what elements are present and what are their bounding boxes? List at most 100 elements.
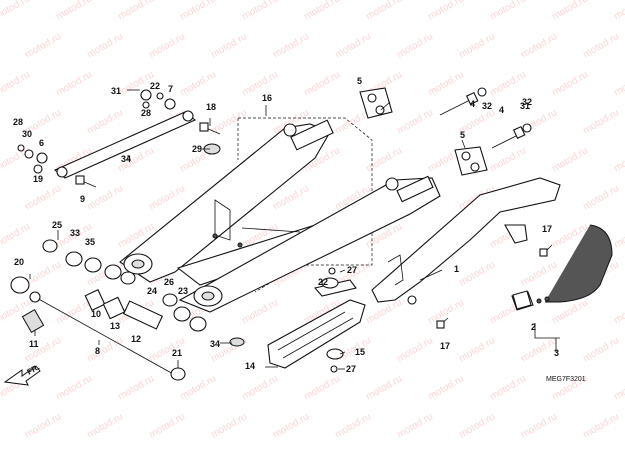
torque-link-part-6 xyxy=(53,110,197,179)
watermark-text: motod.ru xyxy=(178,373,218,402)
callout-4: 4 xyxy=(499,105,504,115)
watermark-text: motod.ru xyxy=(519,31,559,60)
watermark-text: motod.ru xyxy=(178,69,218,98)
watermark-text: motod.ru xyxy=(426,0,466,23)
callout-22: 22 xyxy=(318,277,328,287)
adjusting-bolt-upper-part-4 xyxy=(439,87,487,116)
watermark-text: motod.ru xyxy=(581,411,621,440)
callout-31: 31 xyxy=(520,101,530,111)
watermark-text: motod.ru xyxy=(85,31,125,60)
watermark-text: motod.ru xyxy=(85,107,125,136)
watermark-text: motod.ru xyxy=(612,145,625,174)
callout-17: 17 xyxy=(542,224,552,234)
watermark-text: motod.ru xyxy=(85,335,125,364)
watermark-text: motod.ru xyxy=(519,107,559,136)
watermark-layer: motod.ru motod.ru motod.ru motod.ru motod.ru… xyxy=(0,0,625,441)
callout-6: 6 xyxy=(39,138,44,148)
callout-27: 27 xyxy=(347,265,357,275)
callout-28: 28 xyxy=(141,108,151,118)
callout-34: 34 xyxy=(121,154,131,164)
watermark-text: motod.ru xyxy=(395,31,435,60)
watermark-text: motod.ru xyxy=(147,411,187,440)
callout-18: 18 xyxy=(206,102,216,112)
front-direction-arrow: FR. xyxy=(3,362,41,386)
callout-29: 29 xyxy=(192,144,202,154)
watermark-text: motod.ru xyxy=(240,297,280,326)
watermark-text: motod.ru xyxy=(116,373,156,402)
callout-4: 4 xyxy=(470,99,475,109)
watermark-text: motod.ru xyxy=(23,31,63,60)
watermark-text: motod.ru xyxy=(54,373,94,402)
watermark-text: motod.ru xyxy=(519,259,559,288)
watermark-text: motod.ru xyxy=(85,183,125,212)
callout-14: 14 xyxy=(245,361,255,371)
watermark-text: motod.ru xyxy=(581,183,621,212)
callout-28: 28 xyxy=(13,117,23,127)
watermark-text: motod.ru xyxy=(612,373,625,402)
callout-35: 35 xyxy=(85,237,95,247)
watermark-text: motod.ru xyxy=(23,411,63,440)
watermark-text: motod.ru xyxy=(550,145,590,174)
watermark-text: motod.ru xyxy=(395,335,435,364)
watermark-text: motod.ru xyxy=(488,0,528,23)
watermark-text: motod.ru xyxy=(395,411,435,440)
watermark-text: motod.ru xyxy=(209,31,249,60)
watermark-text: motod.ru xyxy=(147,31,187,60)
watermark-text: motod.ru xyxy=(302,0,342,23)
adjusting-bolt-lower-part-4 xyxy=(491,123,532,149)
hardware-group xyxy=(10,89,553,381)
callout-11: 11 xyxy=(29,339,39,349)
watermark-text: motod.ru xyxy=(178,0,218,23)
callout-33: 33 xyxy=(70,228,80,238)
callout-12: 12 xyxy=(131,334,141,344)
callout-34: 34 xyxy=(210,339,220,349)
callout-30: 30 xyxy=(22,129,32,139)
watermark-text: motod.ru xyxy=(426,69,466,98)
watermark-text: motod.ru xyxy=(240,69,280,98)
callout-32: 32 xyxy=(482,101,492,111)
chain-slider-part-14 xyxy=(267,279,366,369)
watermark-text: motod.ru xyxy=(488,145,528,174)
callout-15: 15 xyxy=(355,347,365,357)
watermark-text: motod.ru xyxy=(457,31,497,60)
callout-7: 7 xyxy=(168,84,173,94)
watermark-text: motod.ru xyxy=(240,373,280,402)
callout-5: 5 xyxy=(357,76,362,86)
swingarm-part-16 xyxy=(119,117,441,313)
callout-5: 5 xyxy=(460,130,465,140)
watermark-text: motod.ru xyxy=(426,373,466,402)
watermark-text: motod.ru xyxy=(488,373,528,402)
watermark-text: motod.ru xyxy=(209,411,249,440)
callout-19: 19 xyxy=(33,174,43,184)
watermark-text: motod.ru xyxy=(519,411,559,440)
pivot-bolt-part-8 xyxy=(29,291,176,376)
watermark-text: motod.ru xyxy=(54,69,94,98)
watermark-text: motod.ru xyxy=(395,107,435,136)
chain-case-part-1 xyxy=(371,177,561,305)
watermark-text: motod.ru xyxy=(333,411,373,440)
callout-16: 16 xyxy=(262,93,272,103)
callout-32: 32 xyxy=(522,97,532,107)
watermark-text: motod.ru xyxy=(0,221,32,250)
callout-1: 1 xyxy=(454,264,459,274)
watermark-text: motod.ru xyxy=(0,69,32,98)
chain-adjuster-upper-part-5 xyxy=(359,87,393,119)
watermark-text: motod.ru xyxy=(457,335,497,364)
callout-3: 3 xyxy=(554,348,559,358)
watermark-text: motod.ru xyxy=(457,411,497,440)
watermark-text: motod.ru xyxy=(612,69,625,98)
watermark-text: motod.ru xyxy=(85,411,125,440)
watermark-text: motod.ru xyxy=(364,145,404,174)
callout-17: 17 xyxy=(440,341,450,351)
watermark-text: motod.ru xyxy=(54,0,94,23)
watermark-text: motod.ru xyxy=(550,0,590,23)
watermark-text: motod.ru xyxy=(612,221,625,250)
callout-13: 13 xyxy=(110,321,120,331)
watermark-text: motod.ru xyxy=(23,183,63,212)
watermark-text: motod.ru xyxy=(581,107,621,136)
watermark-text: motod.ru xyxy=(302,373,342,402)
callout-25: 25 xyxy=(52,220,62,230)
watermark-text: motod.ru xyxy=(302,69,342,98)
